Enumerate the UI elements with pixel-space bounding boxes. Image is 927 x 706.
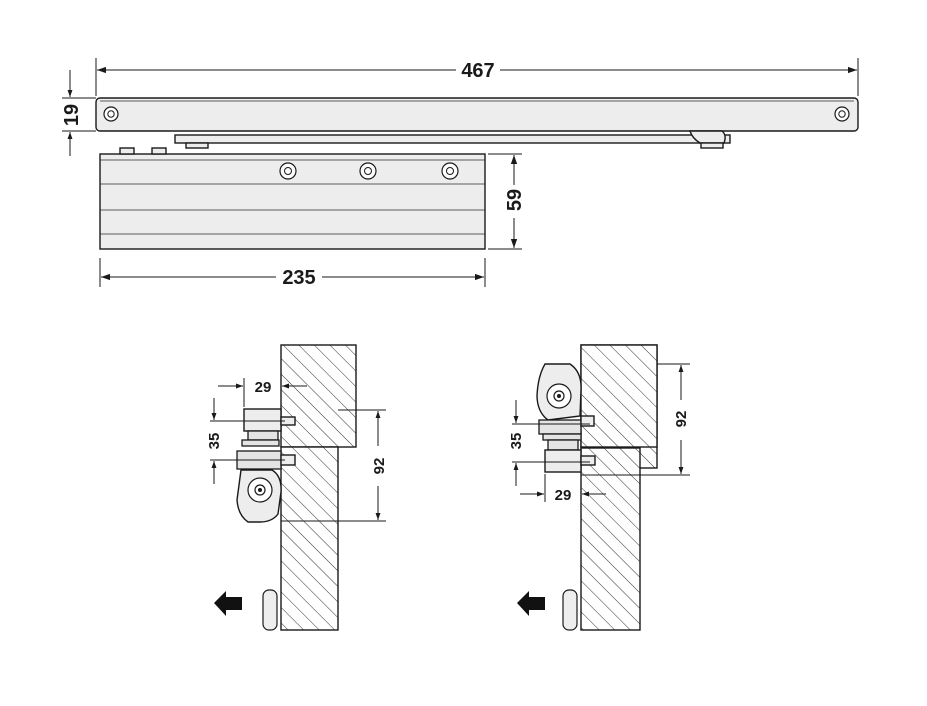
dimension-label-35: 35: [508, 433, 525, 450]
closer-profile: [236, 450, 296, 523]
screw-hole-icon: [279, 162, 297, 180]
door-leaf: [580, 447, 641, 631]
door-leaf: [280, 446, 339, 631]
slide-rail: [95, 97, 859, 132]
dimension-overall-length: 467: [95, 58, 859, 96]
dimension-label-29: 29: [555, 487, 572, 504]
right-installation-detail: 92 35 29: [508, 344, 690, 631]
dimension-label-467: 467: [461, 60, 494, 82]
dimension-body-length: 235: [99, 258, 486, 289]
hinge-pin: [262, 589, 278, 631]
screw-hole-icon: [441, 162, 459, 180]
arrow-left-icon: [517, 591, 545, 616]
hinge-pin: [562, 589, 578, 631]
left-installation-detail: 29 35 92: [206, 344, 388, 631]
screw-hole-icon: [359, 162, 377, 180]
dimension-label-59: 59: [504, 189, 526, 211]
dimension-label-29: 29: [255, 379, 272, 396]
door-closer-body: [99, 147, 486, 250]
rail-profile: [542, 433, 596, 473]
dimension-label-235: 235: [282, 267, 315, 289]
dimension-rail-height: 19: [61, 70, 96, 156]
door-frame: [280, 344, 357, 448]
dimension-label-92: 92: [673, 411, 690, 428]
dimension-label-92: 92: [371, 458, 388, 475]
dimension-label-19: 19: [61, 104, 83, 126]
top-view: 467 19: [61, 58, 859, 289]
slide-arm: [174, 130, 731, 149]
dimension-label-35: 35: [206, 433, 223, 450]
dimension-body-height: 59: [488, 153, 526, 250]
screw-hole-icon: [103, 106, 119, 122]
screw-hole-icon: [834, 106, 850, 122]
arrow-left-icon: [214, 591, 242, 616]
